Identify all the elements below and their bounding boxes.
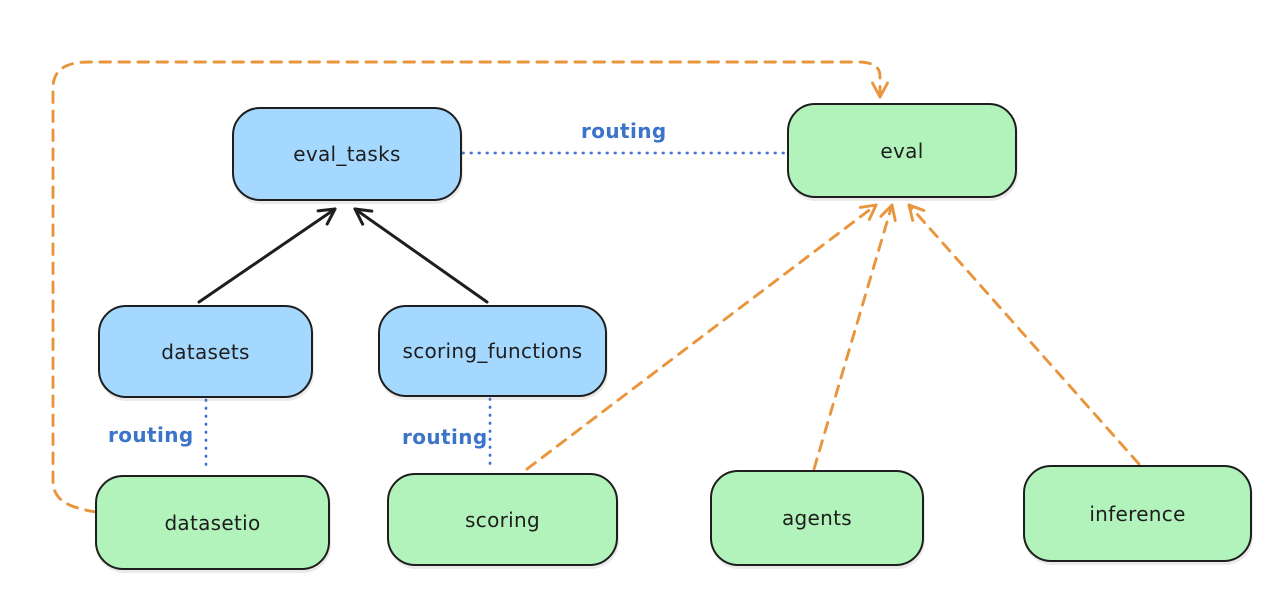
edge-agents-to-eval-arrow (812, 203, 897, 471)
edge-inference-to-eval-arrow (907, 203, 1141, 466)
edge-scoring-functions-to-eval-tasks-arrow (353, 207, 489, 304)
edge-scoring-to-eval-arrow (525, 203, 878, 471)
edge-datasetio-to-eval-arrow (51, 60, 889, 514)
routing-label-top: routing (581, 119, 667, 143)
node-agents[interactable]: agents (710, 470, 924, 566)
edge-datasets-to-eval-tasks-arrow (197, 207, 337, 304)
node-eval[interactable]: eval (787, 103, 1017, 198)
node-scoring-functions[interactable]: scoring_functions (378, 305, 607, 397)
node-datasets[interactable]: datasets (98, 305, 313, 398)
node-inference[interactable]: inference (1023, 465, 1252, 562)
node-datasetio[interactable]: datasetio (95, 475, 330, 570)
routing-label-datasets: routing (108, 423, 194, 447)
routing-label-scoring: routing (402, 425, 488, 449)
node-eval-tasks[interactable]: eval_tasks (232, 107, 462, 201)
node-scoring[interactable]: scoring (387, 473, 618, 566)
